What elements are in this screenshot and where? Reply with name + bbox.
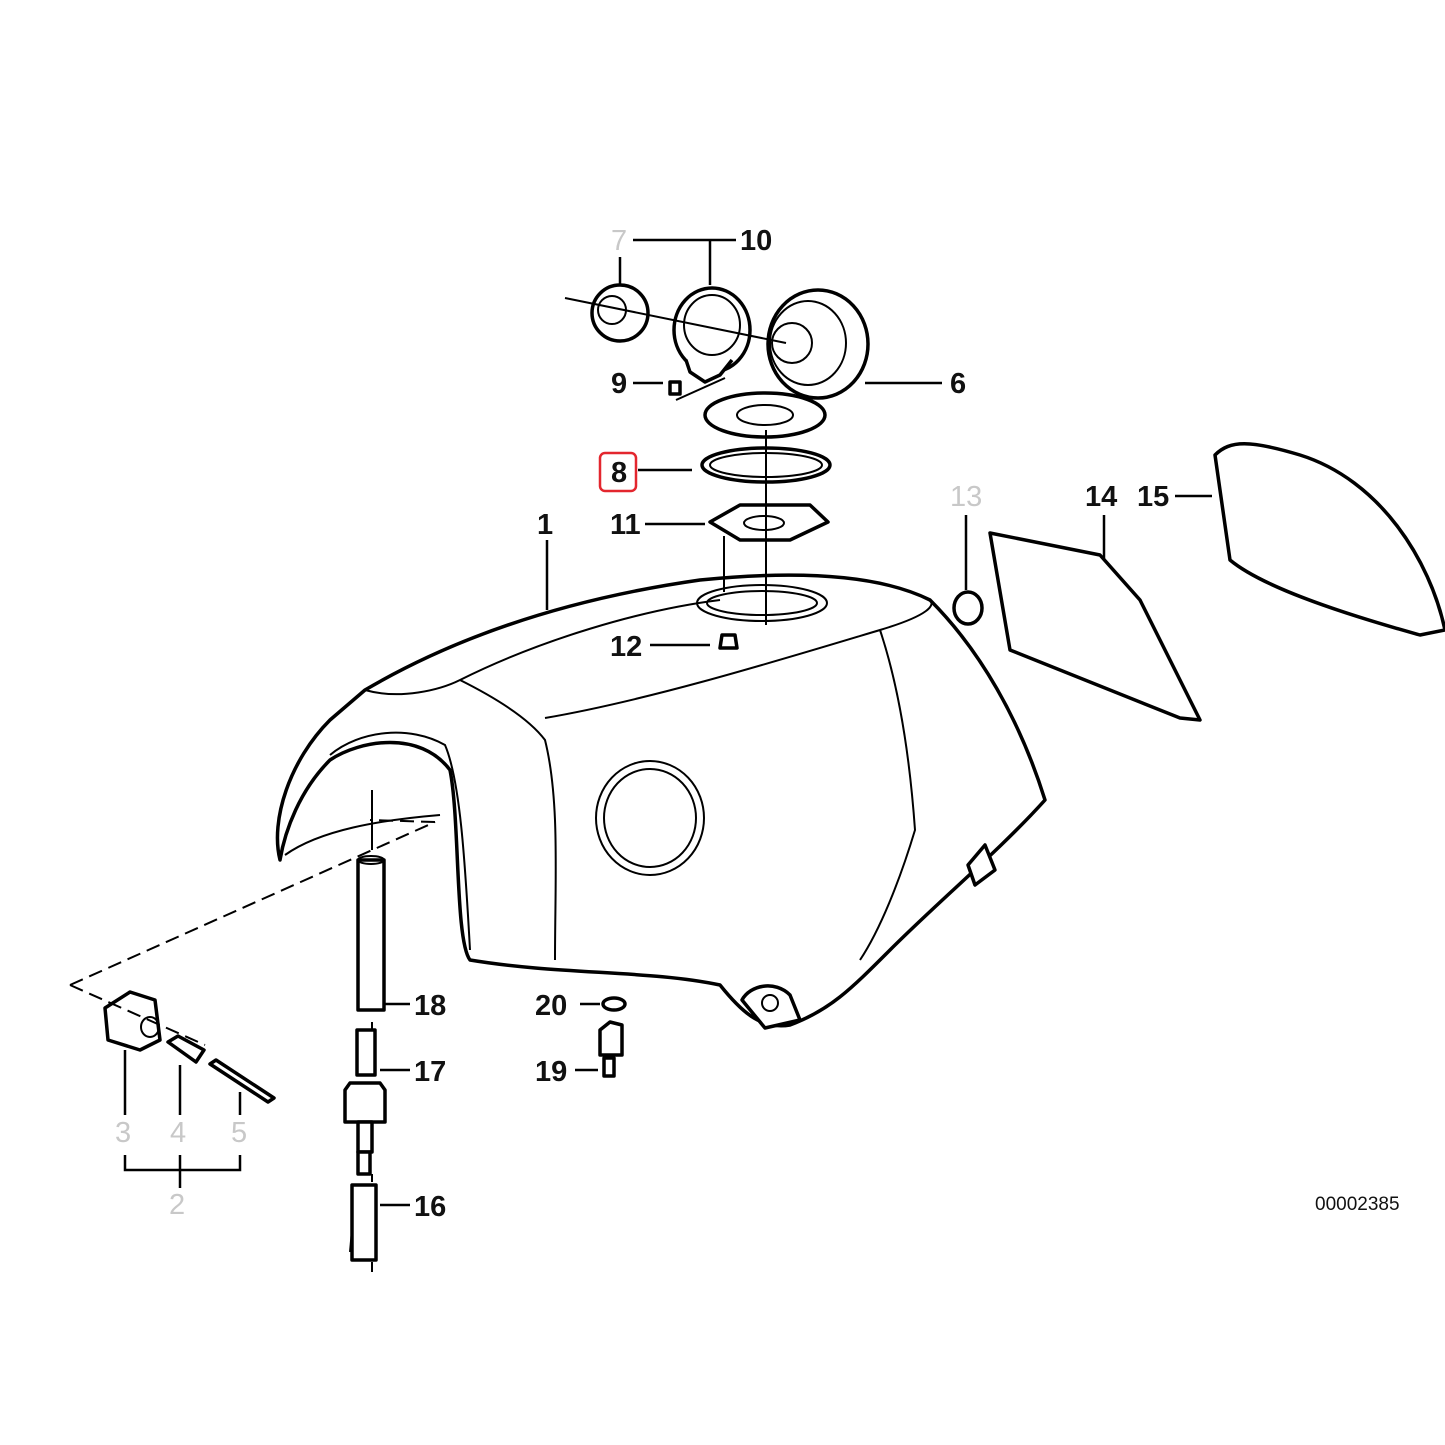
- callout-20: 20: [535, 990, 567, 1022]
- callout-15: 15: [1137, 481, 1169, 513]
- callout-12: 12: [610, 631, 642, 663]
- fuel-cap-assembly[interactable]: [590, 283, 984, 626]
- diagram-reference-number: 00002385: [1315, 1194, 1400, 1215]
- highlight-box-callout-8: [598, 451, 638, 493]
- callout-10: 10: [740, 225, 772, 257]
- callout-16: 16: [414, 1191, 446, 1223]
- callout-13: 13: [950, 481, 982, 513]
- callout-17: 17: [414, 1056, 446, 1088]
- callout-18: 18: [414, 990, 446, 1022]
- callout-14: 14: [1085, 481, 1117, 513]
- callout-1: 1: [537, 509, 553, 541]
- callout-2: 2: [169, 1189, 185, 1221]
- knee-pad-left-part[interactable]: [988, 531, 1202, 722]
- callout-9: 9: [611, 368, 627, 400]
- callout-3: 3: [115, 1117, 131, 1149]
- callout-11: 11: [610, 509, 641, 541]
- callout-5: 5: [231, 1117, 247, 1149]
- callout-4: 4: [170, 1117, 186, 1149]
- lower-parts[interactable]: [103, 855, 627, 1262]
- callout-8: 8: [611, 457, 627, 489]
- knee-pad-right-part[interactable]: [1213, 442, 1445, 637]
- fuel-tank-part[interactable]: [275, 573, 1047, 1030]
- callout-19: 19: [535, 1056, 567, 1088]
- callout-7: 7: [611, 225, 627, 257]
- callout-6: 6: [950, 368, 966, 400]
